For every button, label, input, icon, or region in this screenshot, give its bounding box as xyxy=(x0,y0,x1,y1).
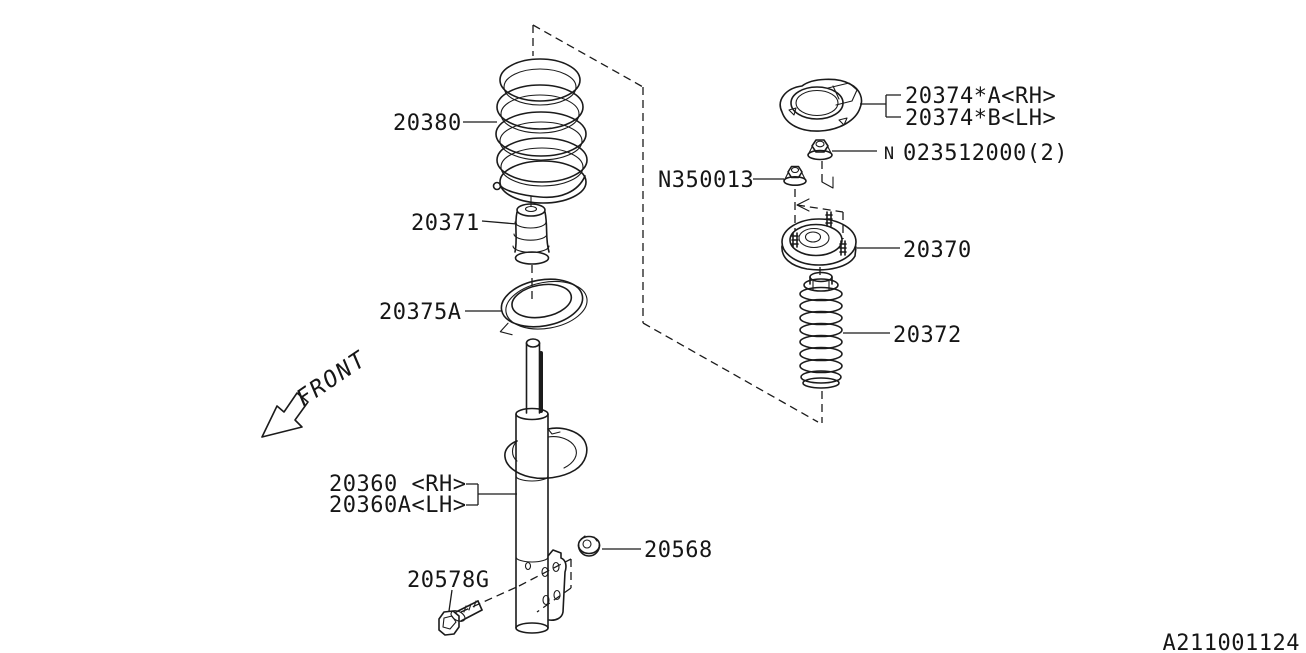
label-dust-cover[interactable]: 20372 xyxy=(893,323,962,348)
leader-20360-bracket xyxy=(466,483,517,506)
nut-20568-drawing xyxy=(577,535,601,557)
dust-cover-drawing xyxy=(799,271,843,389)
label-mount-cap-lh[interactable]: 20374*B<LH> xyxy=(905,106,1056,131)
label-coil-spring[interactable]: 20380 xyxy=(393,111,462,136)
strut-drawing xyxy=(504,338,588,634)
label-strut-rh[interactable]: 20360 <RH> xyxy=(329,472,466,497)
front-direction-arrow xyxy=(261,392,309,438)
guide-bracket-bottom-edge xyxy=(536,587,572,613)
callout-leader-lines xyxy=(448,94,901,612)
callout-labels: 20380 20371 20375A 20360 <RH> 20360A<LH>… xyxy=(292,84,1300,653)
label-bolt-20578G[interactable]: 20578G xyxy=(407,568,489,593)
assembly-guide-lines xyxy=(460,24,844,613)
leader-20374-bracket xyxy=(860,94,901,118)
strut-mount-drawing xyxy=(781,211,857,271)
diagram-doc-code: A211001124 xyxy=(1163,631,1300,653)
label-helper-rubber[interactable]: 20371 xyxy=(411,211,480,236)
bolt-20578G-drawing xyxy=(438,600,483,636)
label-flange-nut-number[interactable]: 023512000(2) xyxy=(903,141,1068,166)
flange-nut-023512000-drawing xyxy=(807,139,833,161)
guide-diagonal-lower xyxy=(642,322,819,423)
mount-cap-drawing xyxy=(779,78,863,132)
diagram-linework xyxy=(261,58,863,636)
label-strut-mount[interactable]: 20370 xyxy=(903,238,972,263)
guide-bolt-to-bracket xyxy=(460,585,520,613)
label-mount-cap-rh[interactable]: 20374*A<RH> xyxy=(905,84,1056,109)
leader-20578G xyxy=(448,589,453,612)
helper-rubber-drawing xyxy=(512,203,550,265)
nut-N350013-drawing xyxy=(783,165,807,187)
stud-alignment-marks xyxy=(796,176,834,212)
label-nut-20568[interactable]: 20568 xyxy=(644,538,713,563)
front-indicator-text: FRONT xyxy=(292,346,372,412)
label-nut-N350013[interactable]: N350013 xyxy=(658,168,754,193)
label-spring-seat[interactable]: 20375A xyxy=(379,300,461,325)
spring-seat-rubber-drawing xyxy=(499,278,588,336)
nut-badge-letter: N xyxy=(884,144,894,164)
guide-diagonal-upper xyxy=(532,24,644,88)
guide-arrow-to-stud xyxy=(796,204,844,213)
guide-bracket-top-edge xyxy=(518,558,572,587)
coil-spring-drawing xyxy=(492,58,588,207)
leader-20371 xyxy=(481,220,518,225)
label-strut-lh[interactable]: 20360A<LH> xyxy=(329,493,466,518)
